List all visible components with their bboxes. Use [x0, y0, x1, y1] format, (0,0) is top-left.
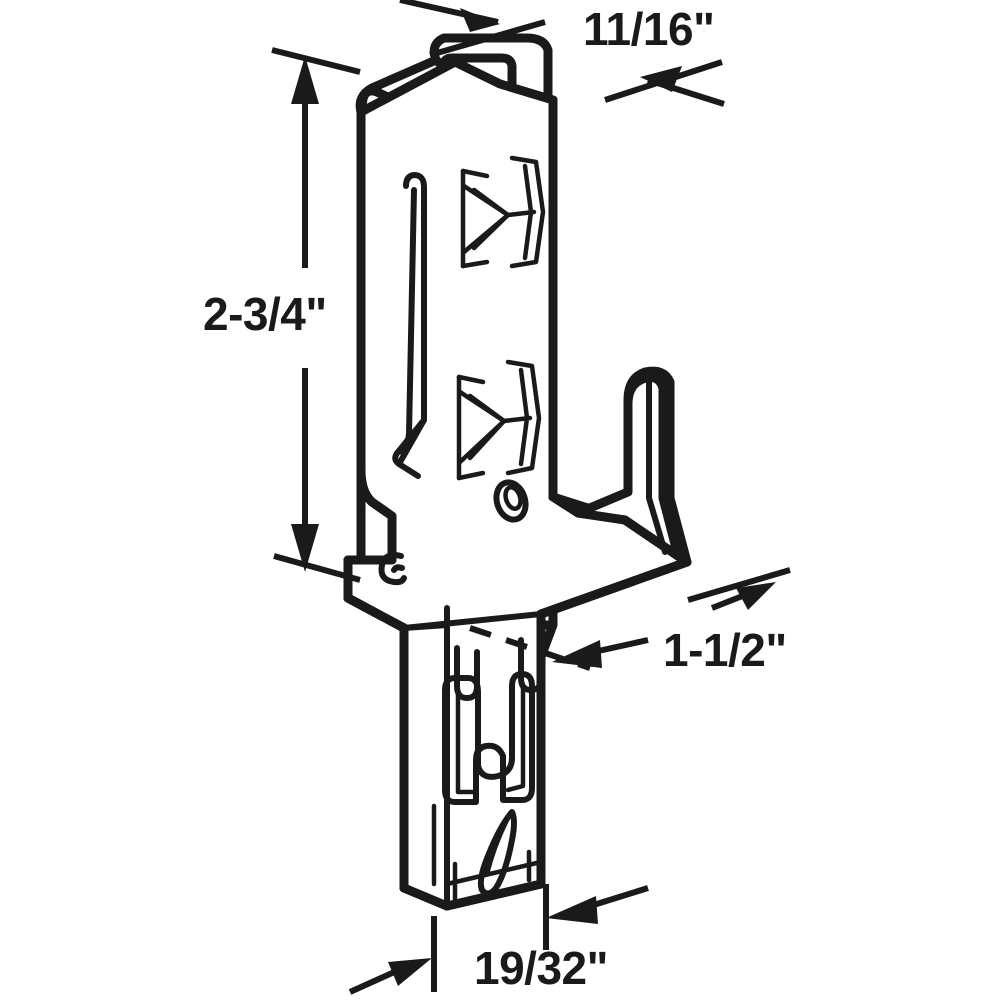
- extension-line: [687, 567, 791, 603]
- body-depth-dimension: [469, 567, 791, 671]
- embossed-chevron-upper: [460, 155, 546, 269]
- embossed-chevron-lower: [456, 359, 542, 481]
- bottom-width-dimension-label: 19/32": [474, 942, 608, 994]
- arrow-head-icon: [640, 66, 682, 92]
- overall-height-dimension-label: 2-3/4": [203, 288, 327, 340]
- top-width-dimension-label: 11/16": [583, 3, 715, 55]
- arrow-head-icon: [552, 640, 602, 668]
- oval-hole: [493, 479, 529, 523]
- body-depth-dimension-label: 1-1/2": [663, 624, 787, 676]
- top-width-dimension: [399, 0, 725, 107]
- bottom-step: [343, 593, 409, 893]
- arrow-head-icon: [546, 896, 598, 924]
- extension-line-top: [271, 47, 361, 75]
- lower-body-lines: [401, 622, 544, 909]
- dashed-leader-line-icon: [469, 625, 591, 671]
- arrow-head-icon: [291, 524, 319, 572]
- arrow-head-icon: [736, 582, 776, 610]
- c-shape-detail: [378, 552, 407, 586]
- bottom-width-dimension: [348, 884, 649, 995]
- bracket-part: [343, 33, 692, 911]
- arrow-head-icon: [291, 56, 319, 104]
- arrow-head-icon: [388, 958, 432, 986]
- right-hook-arm: [548, 366, 692, 567]
- extension-line: [429, 19, 546, 58]
- left-face-rib: [392, 172, 427, 479]
- arrow-head-icon: [460, 8, 500, 32]
- overall-height-dimension: [271, 47, 361, 583]
- extension-line-bottom: [273, 553, 361, 583]
